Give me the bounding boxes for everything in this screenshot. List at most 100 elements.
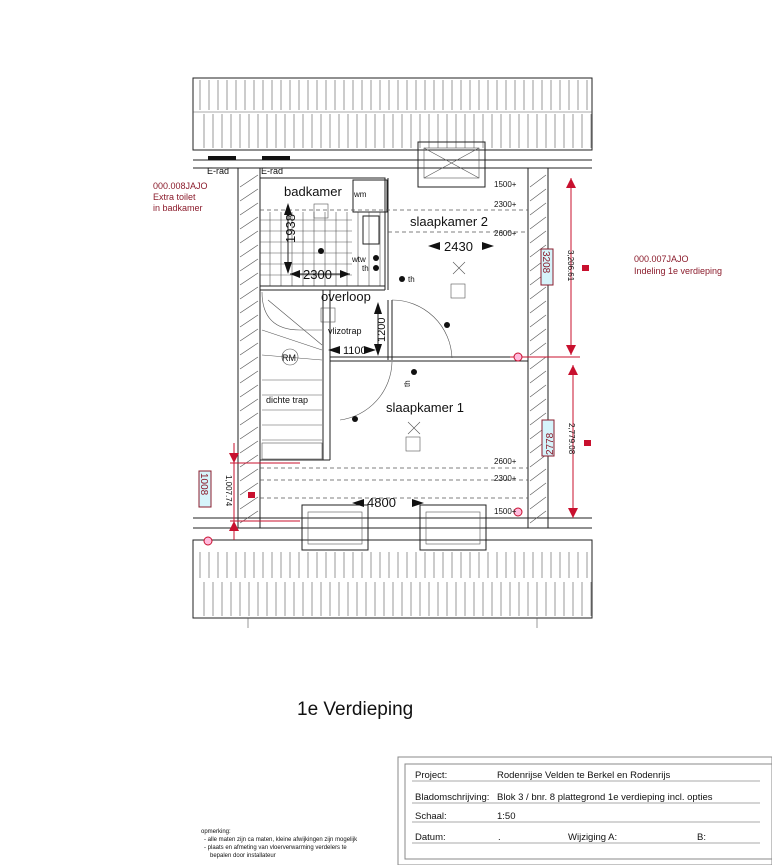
- label-wm: wm: [353, 190, 367, 199]
- description-value: Blok 3 / bnr. 8 plattegrond 1e verdiepin…: [497, 792, 713, 803]
- height-bottom-2600: 2600+: [494, 457, 517, 466]
- pattern-line: [239, 440, 259, 454]
- pattern-line: [529, 216, 547, 230]
- label-dichte-trap: dichte trap: [266, 395, 308, 405]
- pattern-line: [239, 258, 259, 272]
- pattern-line: [239, 370, 259, 384]
- pattern-line: [529, 412, 547, 426]
- pattern-line: [239, 412, 259, 426]
- svg-text:Extra toilet: Extra toilet: [153, 192, 196, 202]
- dimension-lines: [284, 203, 494, 507]
- pattern-line: [529, 384, 547, 398]
- room-slaapkamer-1: slaapkamer 1: [386, 400, 464, 415]
- room-overloop: overloop: [321, 289, 371, 304]
- roof-window-bottom-right: [419, 504, 487, 551]
- project-label: Project:: [415, 770, 447, 781]
- pattern-line: [239, 230, 259, 244]
- pattern-line: [529, 286, 547, 300]
- description-label: Bladomschrijving:: [415, 792, 489, 803]
- pattern-line: [239, 384, 259, 398]
- scale-value: 1:50: [497, 811, 516, 822]
- remarks: opmerking: - alle maten zijn ca maten, k…: [201, 829, 358, 859]
- room-badkamer: badkamer: [284, 184, 342, 199]
- pattern-line: [529, 356, 547, 370]
- dim-sk2-width: 2430: [444, 239, 473, 254]
- pattern-line: [529, 398, 547, 412]
- pattern-line: [239, 300, 259, 314]
- pattern-line: [239, 272, 259, 286]
- dim-bad-height: 1938: [283, 214, 298, 243]
- pattern-line: [529, 496, 547, 510]
- pattern-line: [239, 328, 259, 342]
- scale-label: Schaal:: [415, 811, 447, 822]
- annotation-indeling: 000.007JAJO Indeling 1e verdieping: [634, 254, 722, 276]
- roof-top: [192, 77, 593, 169]
- pattern-line: [239, 482, 259, 496]
- pattern-line: [239, 216, 259, 230]
- label-vlizotrap: vlizotrap: [328, 326, 362, 336]
- pattern-line: [529, 230, 547, 244]
- revision-a-label: Wijziging A:: [568, 832, 617, 843]
- svg-text:- alle maten zijn ca maten, kl: - alle maten zijn ca maten, kleine afwij…: [204, 837, 358, 843]
- pattern-line: [529, 202, 547, 216]
- pattern-line: [529, 454, 547, 468]
- svg-text:opmerking:: opmerking:: [201, 829, 231, 835]
- svg-text:000.007JAJO: 000.007JAJO: [634, 254, 689, 264]
- red-dimensions: [198, 178, 591, 546]
- pattern-line: [529, 314, 547, 328]
- pattern-line: [239, 202, 259, 216]
- red-dim-measure-bottom: 2,779.08: [567, 423, 576, 455]
- dim-bad-width: 2300: [303, 267, 332, 282]
- drawing-title: 1e Verdieping: [297, 699, 413, 720]
- height-top-2600: 2600+: [494, 229, 517, 238]
- title-block: Project: Rodenrijse Velden te Berkel en …: [397, 756, 772, 865]
- roof-window-top: [417, 141, 486, 188]
- pattern-line: [239, 356, 259, 370]
- dim-overloop-height: 1200: [376, 318, 388, 342]
- pattern-line: [239, 188, 259, 202]
- svg-text:- plaats en afmeting van vloer: - plaats en afmeting van vloerverwarming…: [204, 845, 347, 851]
- pattern-line: [239, 398, 259, 412]
- dim-sk1-width: 4800: [367, 495, 396, 510]
- red-dim-box-top: 3208: [540, 251, 551, 274]
- pattern-line: [529, 468, 547, 482]
- walls: [208, 156, 549, 529]
- pattern-line: [239, 426, 259, 440]
- pattern-line: [529, 482, 547, 496]
- svg-text:000.008JAJO: 000.008JAJO: [153, 181, 208, 191]
- height-bottom-2300: 2300+: [494, 474, 517, 483]
- label-th-1: th: [362, 264, 369, 273]
- pattern-line: [529, 370, 547, 384]
- erad-label-2: E-rad: [261, 166, 283, 176]
- pattern-line: [529, 244, 547, 258]
- svg-text:bepalen door installateur: bepalen door installateur: [210, 853, 276, 859]
- pattern-line: [239, 454, 259, 468]
- pattern-line: [529, 510, 547, 524]
- roof-bottom: [192, 517, 593, 628]
- red-dim-measure-top: 3,206.61: [566, 250, 575, 282]
- project-value: Rodenrijse Velden te Berkel en Rodenrijs: [497, 770, 670, 781]
- date-label: Datum:: [415, 832, 446, 843]
- svg-text:Indeling 1e verdieping: Indeling 1e verdieping: [634, 266, 722, 276]
- pattern-line: [529, 300, 547, 314]
- pattern-line: [239, 342, 259, 356]
- revision-b-label: B:: [697, 832, 706, 843]
- label-wtw: wtw: [351, 255, 366, 264]
- pattern-line: [529, 188, 547, 202]
- pattern-line: [529, 174, 547, 188]
- svg-text:in badkamer: in badkamer: [153, 203, 203, 213]
- pattern-line: [239, 286, 259, 300]
- label-th-3: th: [403, 380, 412, 387]
- pattern-line: [529, 342, 547, 356]
- pattern-line: [239, 314, 259, 328]
- pattern-line: [529, 328, 547, 342]
- label-th-2: th: [408, 275, 415, 284]
- height-top-1500: 1500+: [494, 180, 517, 189]
- pattern-line: [239, 496, 259, 510]
- pattern-line: [239, 244, 259, 258]
- label-rm: RM: [282, 353, 296, 363]
- height-top-2300: 2300+: [494, 200, 517, 209]
- dim-overloop-width: 1100: [343, 345, 367, 357]
- date-value: .: [498, 832, 501, 843]
